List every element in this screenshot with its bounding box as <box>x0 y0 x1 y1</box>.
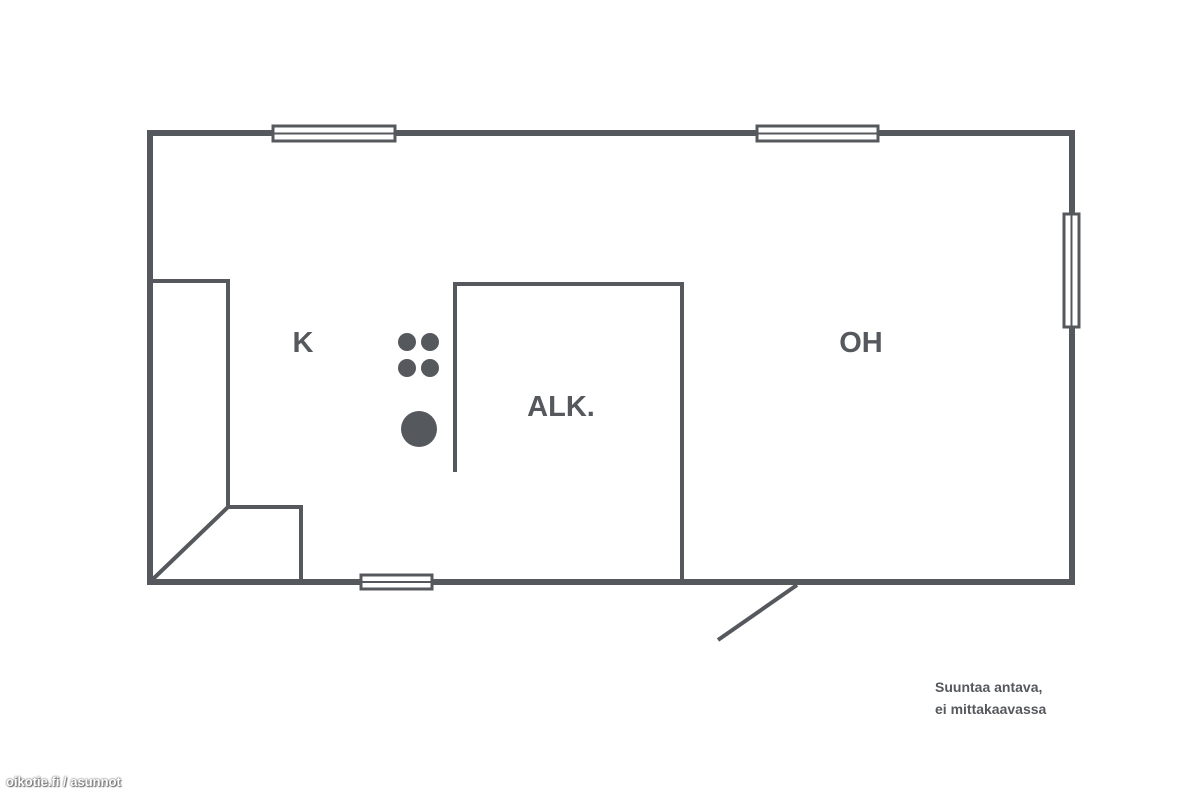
watermark: oikotie.fi / asunnot <box>6 774 121 789</box>
room-label-living-room: OH <box>839 327 883 359</box>
alcove-wall <box>453 282 684 582</box>
window-top-left <box>271 124 397 143</box>
stove-icon <box>398 333 439 377</box>
sink-icon <box>401 411 437 447</box>
scale-note-line2: ei mittakaavassa <box>935 701 1047 717</box>
corner-diagonal <box>150 505 230 582</box>
window-bottom <box>359 573 434 591</box>
room-label-kitchen: K <box>293 327 314 359</box>
kitchen-counter <box>150 279 303 582</box>
outer-wall <box>147 130 1075 585</box>
window-right <box>1062 212 1081 329</box>
entry-door <box>716 583 799 642</box>
window-top-right <box>755 124 880 143</box>
scale-note-line1: Suuntaa antava, <box>935 679 1043 695</box>
room-label-alcove: ALK. <box>527 391 595 423</box>
scale-note: Suuntaa antava, ei mittakaavassa <box>935 676 1046 720</box>
